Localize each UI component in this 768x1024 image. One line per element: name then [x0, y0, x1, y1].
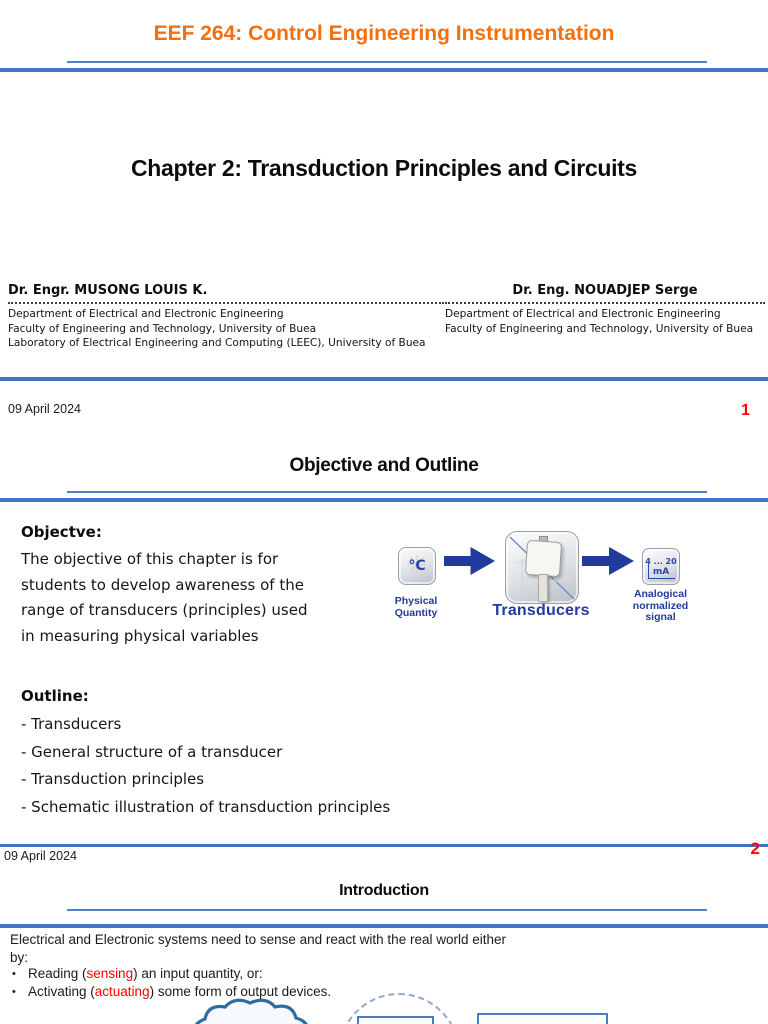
- device-head: [524, 539, 563, 578]
- author-affiliation: Faculty of Engineering and Technology, U…: [445, 322, 754, 335]
- outline-list: - Transducers - General structure of a t…: [21, 711, 390, 821]
- slide1-page-number: 1: [741, 402, 750, 419]
- objective-line: students to develop awareness of the: [21, 575, 304, 594]
- diagram-box: [477, 1013, 608, 1024]
- header-underline: [67, 61, 707, 63]
- author-affiliation: Laboratory of Electrical Engineering and…: [8, 337, 426, 350]
- signal-axis: [648, 564, 675, 579]
- outline-item: - Transduction principles: [21, 770, 205, 788]
- bullet-text: Activating (: [28, 984, 95, 999]
- bullet-text: ) an input quantity, or:: [133, 966, 263, 981]
- diagram-box: [357, 1016, 434, 1024]
- objective-line: in measuring physical variables: [21, 626, 259, 645]
- device-probe: [538, 574, 548, 602]
- slide2-bottom-line: [0, 844, 768, 847]
- temperature-icon-label: °C: [408, 558, 426, 574]
- cloud-shape-icon: [190, 996, 316, 1024]
- temperature-icon: ✳ °C: [398, 547, 436, 585]
- intro-line: Electrical and Electronic systems need t…: [10, 932, 506, 947]
- keyword-sensing: sensing: [86, 966, 134, 981]
- sunburst-icon: ✳: [406, 551, 428, 581]
- author-block-left: Dr. Engr. MUSONG LOUIS K. Department of …: [8, 283, 444, 351]
- signal-unit-label: mA: [652, 566, 670, 577]
- author-affiliation: Department of Electrical and Electronic …: [8, 308, 284, 320]
- slide3-title-underline: [67, 909, 707, 911]
- author-affiliation: Faculty of Engineering and Technology, U…: [8, 322, 317, 335]
- outline-item: - Schematic illustration of transduction…: [21, 797, 391, 816]
- slide2-divider-line: [0, 498, 768, 502]
- author-block-right: Dr. Eng. NOUADJEP Serge Department of El…: [445, 283, 765, 336]
- objective-line: range of transducers (principles) used: [21, 601, 308, 619]
- objective-heading: Objectve:: [21, 523, 102, 541]
- transducer-device-image: [505, 531, 579, 604]
- chapter-title: Chapter 2: Transduction Principles and C…: [130, 155, 638, 181]
- outline-heading: Outline:: [21, 687, 89, 705]
- slide1-footer-date: 09 April 2024: [8, 402, 81, 416]
- author-name: Dr. Engr. MUSONG LOUIS K.: [8, 283, 208, 298]
- introduction-paragraph: Electrical and Electronic systems need t…: [10, 931, 758, 966]
- author-affiliation: Department of Electrical and Electronic …: [445, 308, 721, 320]
- transducers-label: Transducers: [492, 602, 590, 619]
- slide2-footer-date: 09 April 2024: [4, 849, 77, 863]
- slide2-page-number: 2: [750, 839, 760, 858]
- slide1-bottom-line: [0, 377, 768, 381]
- right-arrow-icon: [582, 547, 634, 575]
- intro-line: by:: [10, 949, 29, 965]
- keyword-actuating: actuating: [94, 984, 150, 999]
- slide1-divider-line: [0, 68, 768, 72]
- output-signal-label: Analogical normalized signal: [632, 588, 689, 623]
- course-header: EEF 264: Control Engineering Instrumenta…: [153, 22, 615, 45]
- dotted-separator: [8, 302, 444, 304]
- outline-item: - General structure of a transducer: [21, 742, 283, 761]
- slide3-divider-line: [0, 924, 768, 928]
- intro-bullet-actuating: • Activating (actuating) some form of out…: [12, 984, 331, 999]
- author-name: Dr. Eng. NOUADJEP Serge: [512, 283, 698, 298]
- physical-quantity-label: Physical Quantity: [394, 595, 438, 619]
- signal-range-label: 4 ... 20: [645, 556, 677, 566]
- right-arrow-icon: [444, 547, 495, 575]
- bullet-icon: •: [12, 986, 16, 998]
- slide2-title: Objective and Outline: [289, 455, 479, 476]
- slide3-title: Introduction: [339, 882, 429, 899]
- dotted-separator: [445, 302, 765, 304]
- bullet-text: ) some form of output devices.: [149, 984, 332, 999]
- objective-line: The objective of this chapter is for: [21, 550, 279, 568]
- slide2-title-underline: [67, 491, 707, 493]
- bullet-text: Reading (: [28, 966, 87, 981]
- objective-paragraph: The objective of this chapter is for stu…: [21, 547, 307, 649]
- bullet-icon: •: [12, 968, 16, 980]
- outline-item: - Transducers: [21, 715, 122, 733]
- intro-bullet-sensing: • Reading (sensing) an input quantity, or…: [12, 966, 263, 981]
- current-signal-icon: 4 ... 20 mA: [642, 548, 680, 585]
